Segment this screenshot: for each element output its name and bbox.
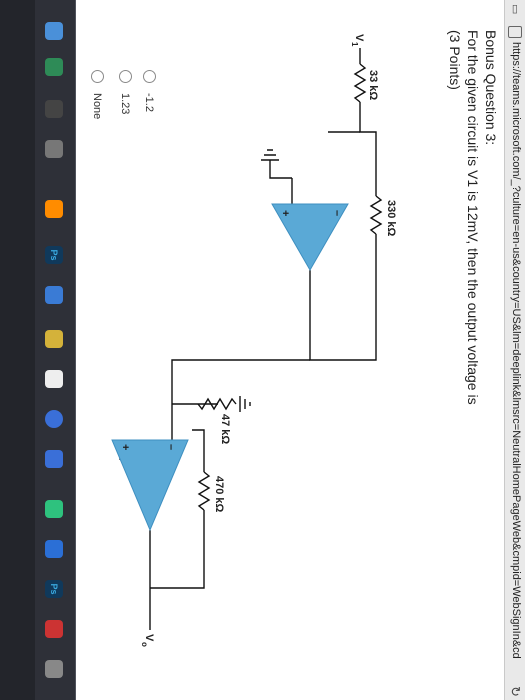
option-1[interactable]: 1.23	[119, 70, 132, 114]
question-points: (3 Points)	[447, 30, 463, 90]
mac-dock: Ps Ps	[0, 0, 76, 700]
page-content: Bonus Question 3: For the given circuit …	[76, 0, 504, 700]
opamp-2	[111, 439, 189, 532]
opamp2-plus-label: +	[119, 444, 131, 450]
opamp2-minus-label: –	[165, 444, 177, 450]
ground-wire-1	[269, 160, 292, 179]
question-block: Bonus Question 3: For the given circuit …	[446, 30, 500, 405]
option-label: 1.23	[119, 93, 132, 115]
opamp1-plus-label: +	[279, 210, 291, 216]
ground-symbol-1	[261, 149, 279, 161]
question-text: For the given circuit is V1 is 12mV, the…	[465, 30, 481, 405]
browser-address-bar[interactable]: ▭ https://teams.microsoft.com/_?culture=…	[504, 0, 525, 700]
gear-icon[interactable]	[45, 58, 63, 76]
resistor-r2	[369, 195, 383, 235]
radio-button[interactable]	[91, 70, 104, 83]
radio-button[interactable]	[119, 70, 132, 83]
radio-button[interactable]	[143, 70, 156, 83]
input-label: V	[353, 34, 365, 42]
feedback-wire-2	[150, 510, 205, 589]
feedback-wire-1	[340, 234, 377, 361]
resistor-r1	[353, 63, 367, 103]
output-label: V	[143, 634, 155, 642]
gear-icon[interactable]	[45, 140, 63, 158]
calendar-icon[interactable]	[45, 286, 63, 304]
r2-label: 330 kΩ	[385, 200, 397, 237]
lock-icon	[508, 26, 522, 38]
resistor-r4	[197, 471, 211, 511]
input-subscript: 1	[350, 42, 359, 47]
finder-icon[interactable]	[45, 22, 63, 40]
app-icon[interactable]	[45, 540, 63, 558]
opamp1-minus-label: –	[331, 210, 343, 216]
chart-icon[interactable]	[45, 370, 63, 388]
option-3[interactable]: -1.2	[143, 70, 156, 112]
opamp-1	[271, 203, 349, 272]
question-title: Bonus Question 3:	[483, 30, 499, 146]
url-text[interactable]: https://teams.microsoft.com/_?culture=en…	[510, 42, 522, 659]
option-label: -1.2	[143, 93, 156, 112]
node-wire-a	[359, 102, 377, 196]
files-icon[interactable]	[45, 200, 63, 218]
opamp1-output-wire	[309, 270, 340, 361]
photoshop-icon[interactable]: Ps	[45, 580, 63, 598]
notes-icon[interactable]	[45, 330, 63, 348]
opamp2-top-wire	[192, 429, 205, 472]
option-label: None	[91, 93, 104, 120]
circuit-diagram: V 1 33 kΩ 330 kΩ 47 kΩ 470 kΩ – + – + V …	[111, 34, 397, 647]
r4-label: 470 kΩ	[213, 476, 225, 513]
globe-icon[interactable]	[45, 410, 63, 428]
app-icon[interactable]	[45, 620, 63, 638]
app-icon[interactable]	[45, 100, 63, 118]
app-icon[interactable]	[45, 500, 63, 518]
option-2[interactable]: None	[91, 70, 104, 119]
resistor-r3	[197, 397, 237, 411]
ground-symbol-2	[239, 396, 251, 412]
refresh-icon[interactable]: ↻	[508, 686, 523, 697]
r1-label: 33 kΩ	[367, 70, 379, 100]
dock-shelf	[0, 0, 35, 700]
r3-label: 47 kΩ	[219, 414, 231, 444]
stage-wire	[171, 359, 310, 420]
app-icon[interactable]	[45, 450, 63, 468]
output-subscript: o	[140, 642, 149, 647]
app-icon[interactable]	[45, 660, 63, 678]
photoshop-icon[interactable]: Ps	[45, 246, 63, 264]
reader-view-icon[interactable]: ▭	[509, 4, 521, 15]
